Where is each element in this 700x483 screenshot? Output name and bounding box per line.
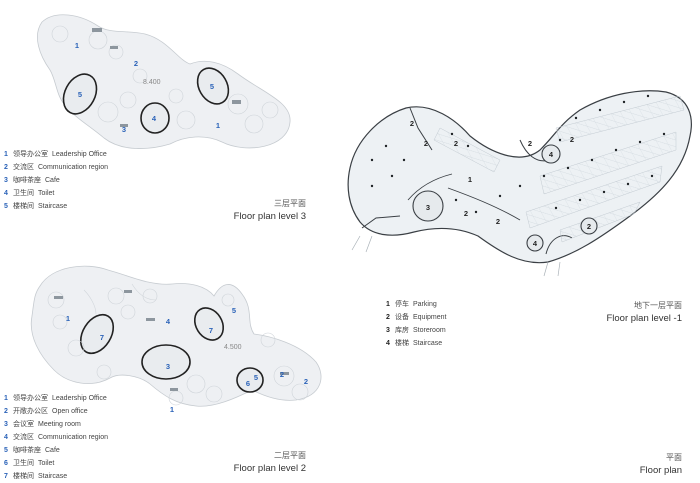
b1-marker: 2 xyxy=(496,217,500,226)
l2-marker: 6 xyxy=(246,379,250,388)
l2-marker: 1 xyxy=(170,405,174,414)
l3-marker: 2 xyxy=(134,59,138,68)
staircase-west xyxy=(62,73,98,115)
l2-marker: 5 xyxy=(254,373,258,382)
b1-marker: 2 xyxy=(570,135,574,144)
basement-plan xyxy=(347,90,692,277)
level-2-outline xyxy=(30,265,322,407)
l3-marker: 5 xyxy=(210,82,214,91)
b1-marker: 2 xyxy=(528,139,532,148)
basement-caption: 地下一层平面 Floor plan level -1 xyxy=(606,301,682,324)
page-caption: 平面 Floor plan xyxy=(639,453,682,476)
l2-marker: 2 xyxy=(280,370,284,379)
meeting-room xyxy=(141,344,191,380)
staircase-east xyxy=(196,67,230,105)
toilet-core xyxy=(236,367,264,393)
storeroom xyxy=(412,190,444,222)
l2-marker: 4 xyxy=(166,317,171,326)
b1-marker: 1 xyxy=(468,175,472,184)
b1-marker: 2 xyxy=(454,139,458,148)
b1-marker: 2 xyxy=(424,139,428,148)
b1-marker: 2 xyxy=(464,209,468,218)
level-3-caption: 三层平面 Floor plan level 3 xyxy=(233,199,306,222)
l2-marker: 3 xyxy=(166,362,170,371)
level-2-plan xyxy=(30,265,322,407)
l3-marker: 4 xyxy=(152,114,157,123)
staircase-east xyxy=(580,217,598,235)
staircase-north xyxy=(541,144,561,164)
l3-marker: 3 xyxy=(122,125,126,134)
l2-marker: 7 xyxy=(209,326,213,335)
l3-elevation: 8.400 xyxy=(143,79,161,86)
l3-marker: 5 xyxy=(78,90,82,99)
b1-marker: 4 xyxy=(549,150,554,159)
l3-marker: 1 xyxy=(75,41,79,50)
staircase-a xyxy=(79,313,115,355)
l2-marker: 7 xyxy=(100,333,104,342)
level-3-plan xyxy=(37,14,291,149)
l2-marker: 5 xyxy=(232,306,236,315)
core-toilet xyxy=(140,102,170,134)
staircase-b xyxy=(193,307,225,341)
b1-marker: 4 xyxy=(533,239,538,248)
b1-marker: 2 xyxy=(410,119,414,128)
staircase-south xyxy=(526,234,544,252)
l2-marker: 2 xyxy=(304,377,308,386)
b1-marker: 3 xyxy=(426,203,430,212)
level-2-caption: 二层平面 Floor plan level 2 xyxy=(233,451,306,474)
l2-elevation: 4.500 xyxy=(224,344,242,351)
l2-marker: 1 xyxy=(66,314,70,323)
b1-marker: 2 xyxy=(587,222,591,231)
l3-marker: 1 xyxy=(216,121,220,130)
